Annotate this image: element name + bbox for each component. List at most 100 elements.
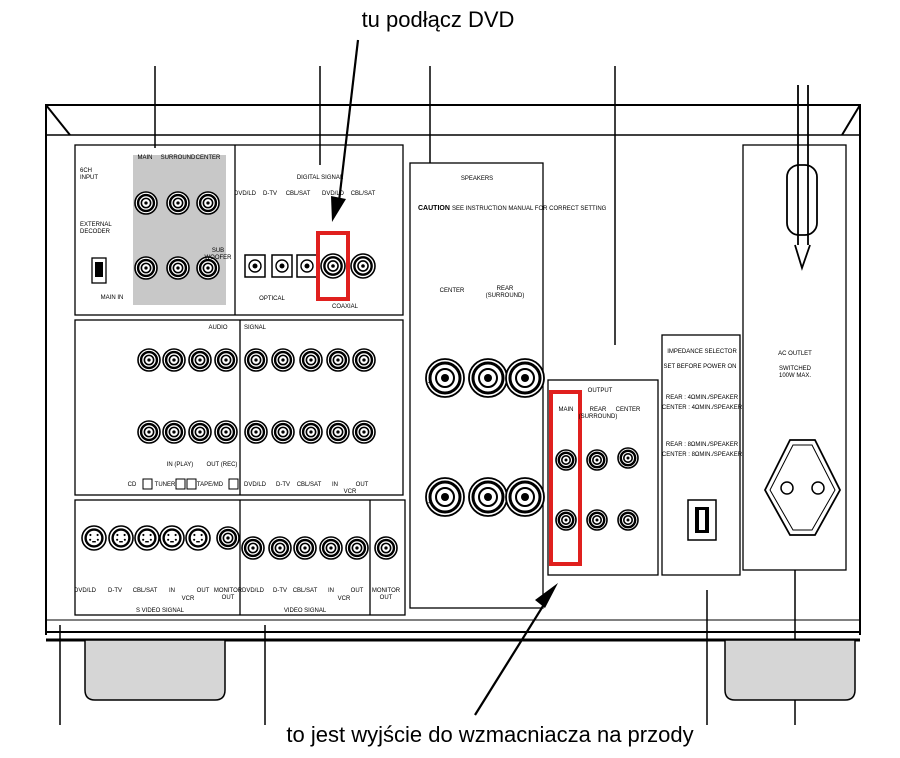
audio-jack[interactable] [214, 420, 238, 444]
panel-label: DVD/LD [74, 588, 97, 594]
panel-label: OPTICAL [259, 296, 285, 302]
audio-jack[interactable] [326, 420, 350, 444]
arrow-to-output [474, 583, 558, 716]
panel-label: OUTPUT [588, 388, 613, 394]
panel-label: OUT [356, 482, 369, 488]
audio-jack[interactable] [326, 348, 350, 372]
panel-label: – [428, 500, 432, 507]
panel-label: D-TV [276, 482, 290, 488]
highlight-main-output [549, 390, 582, 566]
panel-label: DVD/LD [244, 482, 267, 488]
audio-jack[interactable] [299, 348, 323, 372]
jacks-group [81, 191, 639, 560]
panel-label: CENTER [196, 155, 221, 161]
optical-jack[interactable] [296, 254, 318, 278]
output-rear-jack[interactable] [586, 449, 608, 471]
panel-label: VCR [338, 596, 351, 602]
panel-label: DVD/LD [242, 588, 265, 594]
panel-label: IMPEDANCE SELECTOR [667, 349, 737, 355]
audio-jack[interactable] [214, 348, 238, 372]
optical-jack[interactable] [271, 254, 293, 278]
monitor-out-video[interactable] [374, 536, 398, 560]
panel-label: IN [332, 482, 338, 488]
panel-label: CD [128, 482, 137, 488]
speaker-terminal[interactable] [468, 358, 508, 398]
s-video-jack[interactable] [159, 525, 185, 551]
audio-jack[interactable] [352, 348, 376, 372]
audio-jack[interactable] [137, 420, 161, 444]
audio-jack[interactable] [244, 348, 268, 372]
panel-label: CENTER : 8ΩMIN./SPEAKER [662, 452, 743, 458]
panel-label: VCR [344, 489, 357, 495]
panel-label: CENTER [440, 288, 465, 294]
video-jack[interactable] [241, 536, 265, 560]
arrow-to-dvd [331, 39, 360, 222]
audio-jack[interactable] [299, 420, 323, 444]
video-jack[interactable] [268, 536, 292, 560]
6ch-input-jack[interactable] [134, 256, 158, 280]
s-video-jack[interactable] [185, 525, 211, 551]
panel-label: SET BEFORE POWER ON [664, 364, 737, 370]
video-jack[interactable] [293, 536, 317, 560]
panel-label: MAIN IN [101, 295, 124, 301]
output-center-jack[interactable] [617, 447, 639, 469]
6ch-input-jack[interactable] [166, 191, 190, 215]
monitor-out-svideo[interactable] [216, 526, 240, 550]
panel-label: + [428, 380, 432, 387]
speaker-terminal[interactable] [505, 477, 545, 517]
panel-label: REAR : 4ΩMIN./SPEAKER [666, 395, 739, 401]
panel-label: IN [169, 588, 175, 594]
output-main-jack[interactable] [555, 449, 577, 471]
video-jack[interactable] [319, 536, 343, 560]
audio-jack[interactable] [162, 348, 186, 372]
callout-connect-dvd: tu podłącz DVD [362, 7, 515, 32]
audio-jack[interactable] [271, 420, 295, 444]
audio-jack[interactable] [188, 420, 212, 444]
output-subwoofer-jack[interactable] [617, 509, 639, 531]
6ch-input-jack[interactable] [196, 191, 220, 215]
panel-label: IN (PLAY) [167, 462, 194, 468]
ac-outlet [763, 439, 842, 536]
6ch-input-jack[interactable] [196, 256, 220, 280]
output-main-jack[interactable] [555, 509, 577, 531]
audio-jack[interactable] [244, 420, 268, 444]
audio-jack[interactable] [352, 420, 376, 444]
coaxial-cbl-jack[interactable] [350, 253, 376, 279]
panel-label: TUNER [155, 482, 176, 488]
panel-label: CENTER [616, 407, 641, 413]
video-jack[interactable] [345, 536, 369, 560]
audio-jack[interactable] [162, 420, 186, 444]
6ch-input-jack[interactable] [134, 191, 158, 215]
panel-label: AUDIO [208, 325, 227, 331]
impedance-switch[interactable] [687, 499, 717, 541]
panel-label: TAPE/MD [197, 482, 224, 488]
panel-label: OUT [197, 588, 210, 594]
s-video-jack[interactable] [134, 525, 160, 551]
s-video-jack[interactable] [108, 525, 134, 551]
panel-label: OUT [351, 588, 364, 594]
speaker-terminal[interactable] [505, 358, 545, 398]
audio-jack[interactable] [137, 348, 161, 372]
panel-label: REAR [497, 286, 514, 292]
highlight-dvd-coaxial [316, 231, 350, 301]
output-rear-jack[interactable] [586, 509, 608, 531]
audio-number-boxes [142, 478, 239, 490]
power-cord [786, 85, 818, 271]
speaker-terminal[interactable] [425, 477, 465, 517]
audio-jack[interactable] [271, 348, 295, 372]
audio-jack[interactable] [188, 348, 212, 372]
s-video-jack[interactable] [81, 525, 107, 551]
coaxial-dvd-jack[interactable] [320, 253, 346, 279]
callout-front-amp-output: to jest wyjście do wzmacniacza na przody [286, 722, 693, 747]
panel-label: OUT (REC) [207, 462, 238, 468]
optical-jack[interactable] [244, 254, 266, 278]
6ch-input-jack[interactable] [166, 256, 190, 280]
speaker-terminal[interactable] [425, 358, 465, 398]
external-decoder-switch[interactable] [91, 257, 107, 284]
speaker-terminal[interactable] [468, 477, 508, 517]
